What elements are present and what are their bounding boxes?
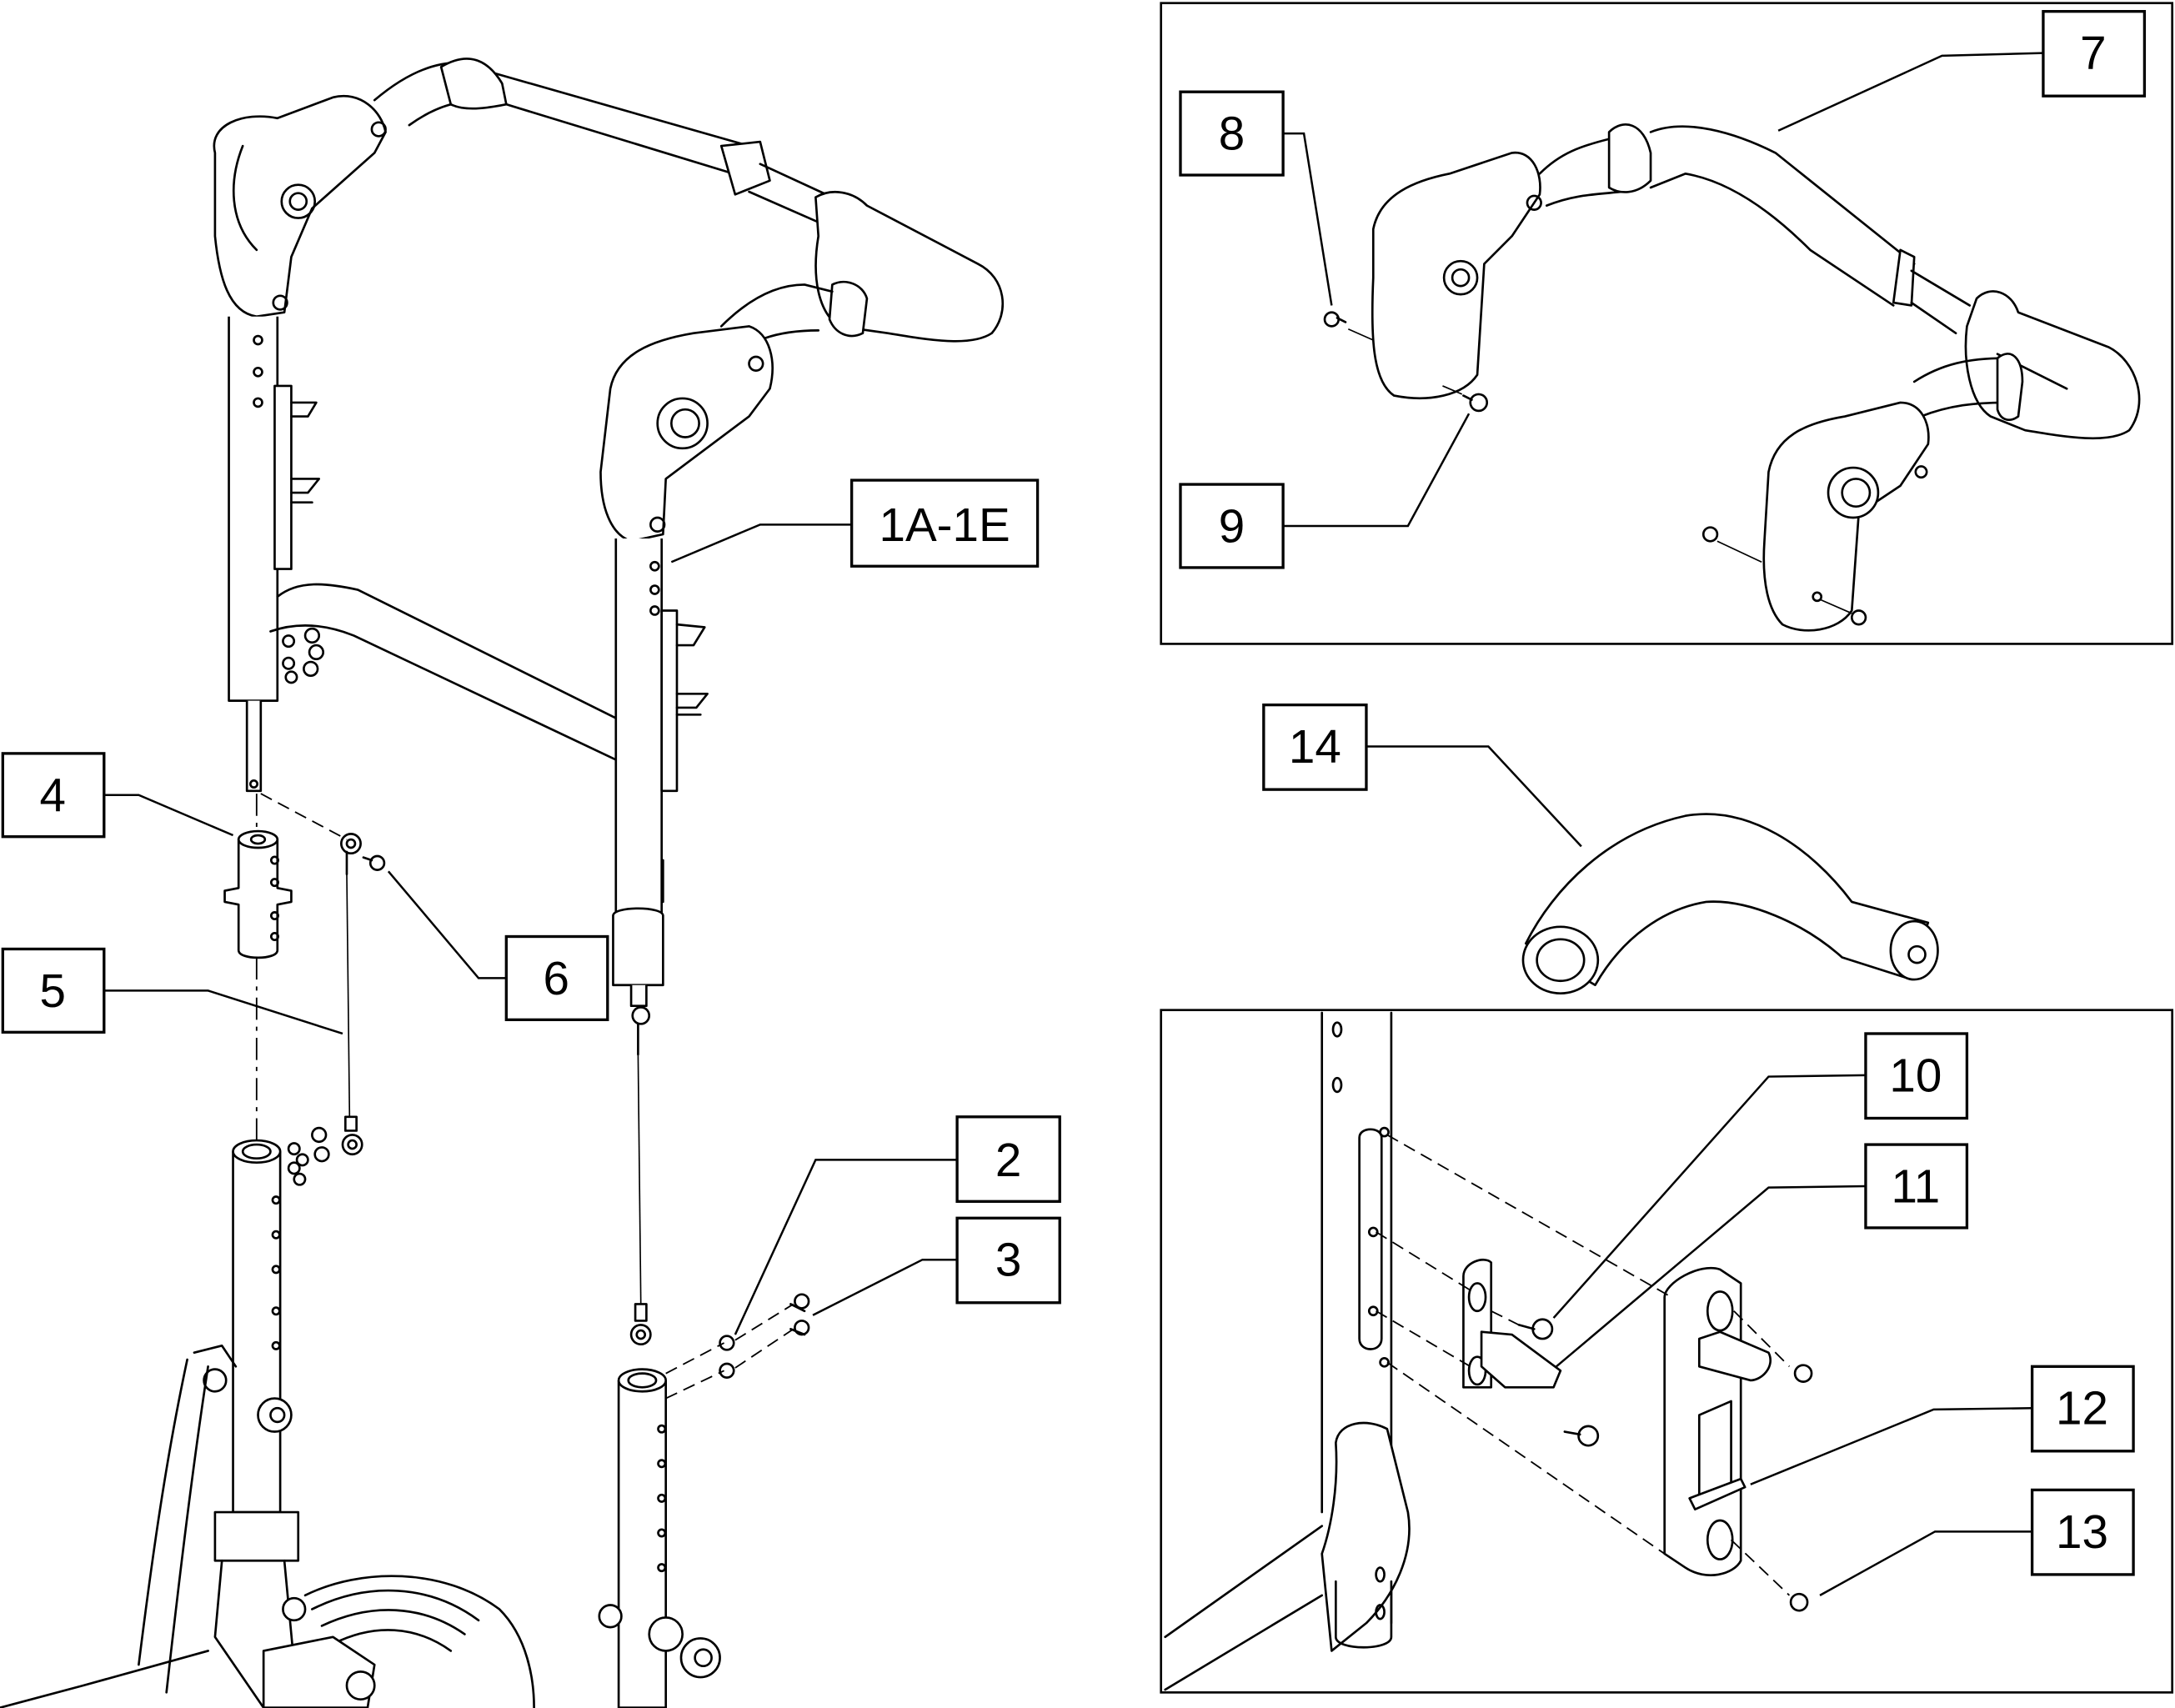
latch-catch bbox=[1462, 1258, 1562, 1389]
lower-tube-left bbox=[0, 1139, 535, 1708]
frame-tube-right bbox=[612, 538, 709, 1008]
cross-tube-fasteners bbox=[282, 627, 325, 684]
callout-1A-1E: 1A-1E bbox=[849, 478, 1040, 568]
cable-screw bbox=[362, 854, 386, 871]
cross-tube bbox=[269, 583, 619, 762]
callout-2: 2 bbox=[955, 1115, 1061, 1203]
callout-label: 3 bbox=[995, 1234, 1021, 1286]
callout-4: 4 bbox=[1, 752, 106, 839]
callout-label: 6 bbox=[543, 952, 569, 1004]
centerline bbox=[665, 1303, 794, 1400]
callout-7: 7 bbox=[2042, 10, 2147, 98]
callout-label: 11 bbox=[1891, 1160, 1940, 1213]
left-handle-clamp bbox=[213, 94, 387, 318]
callout-9: 9 bbox=[1179, 483, 1285, 569]
handle-grip-tube bbox=[1521, 813, 1939, 995]
handle-screw-upper bbox=[1323, 311, 1374, 341]
callout-label: 4 bbox=[39, 769, 65, 821]
latch-screw-lower bbox=[1563, 1425, 1600, 1447]
handle-screw-lower bbox=[1442, 385, 1489, 413]
leader-lines bbox=[103, 52, 2043, 1596]
push-bar bbox=[373, 58, 1004, 343]
centerline bbox=[1376, 1134, 1791, 1596]
callout-12: 12 bbox=[2030, 1365, 2135, 1453]
main-assembly bbox=[0, 58, 1004, 1708]
latch-lever bbox=[1688, 1477, 1747, 1511]
adapter-bushing bbox=[223, 829, 293, 959]
cable bbox=[339, 833, 363, 1156]
right-cable bbox=[629, 1006, 652, 1346]
latch-plate-screw bbox=[1789, 1364, 1813, 1612]
frame-tube-left bbox=[228, 316, 321, 793]
callout-5: 5 bbox=[1, 947, 106, 1034]
lower-fasteners-left bbox=[287, 1126, 330, 1186]
lower-tube-right bbox=[598, 1368, 721, 1708]
callout-14: 14 bbox=[1262, 703, 1368, 791]
callout-8: 8 bbox=[1179, 90, 1285, 177]
latch-plate bbox=[1663, 1266, 1772, 1576]
centerline bbox=[260, 793, 348, 840]
callout-10: 10 bbox=[1864, 1032, 1969, 1120]
latch-detail-inset bbox=[1160, 1009, 2174, 1694]
washers-and-screws bbox=[719, 1293, 810, 1379]
callout-label: 5 bbox=[39, 964, 65, 1017]
callout-13: 13 bbox=[2030, 1488, 2135, 1576]
callout-3: 3 bbox=[955, 1216, 1061, 1305]
callout-label: 14 bbox=[1289, 720, 1341, 773]
callout-label: 1A-1E bbox=[880, 498, 1010, 551]
callout-11: 11 bbox=[1864, 1143, 1969, 1230]
callout-label: 7 bbox=[2080, 27, 2106, 79]
callout-label: 9 bbox=[1219, 499, 1245, 552]
callout-label: 12 bbox=[2056, 1382, 2108, 1435]
callout-6: 6 bbox=[504, 934, 609, 1022]
callout-label: 13 bbox=[2056, 1505, 2108, 1558]
callout-label: 2 bbox=[995, 1134, 1021, 1186]
handle-screws-right bbox=[1701, 526, 1867, 626]
latch-screw bbox=[1517, 1318, 1554, 1340]
callout-label: 10 bbox=[1889, 1049, 1942, 1101]
callout-label: 8 bbox=[1219, 108, 1245, 160]
right-handle-clamp bbox=[599, 283, 834, 543]
push-handle-detail-inset bbox=[1160, 2, 2174, 645]
